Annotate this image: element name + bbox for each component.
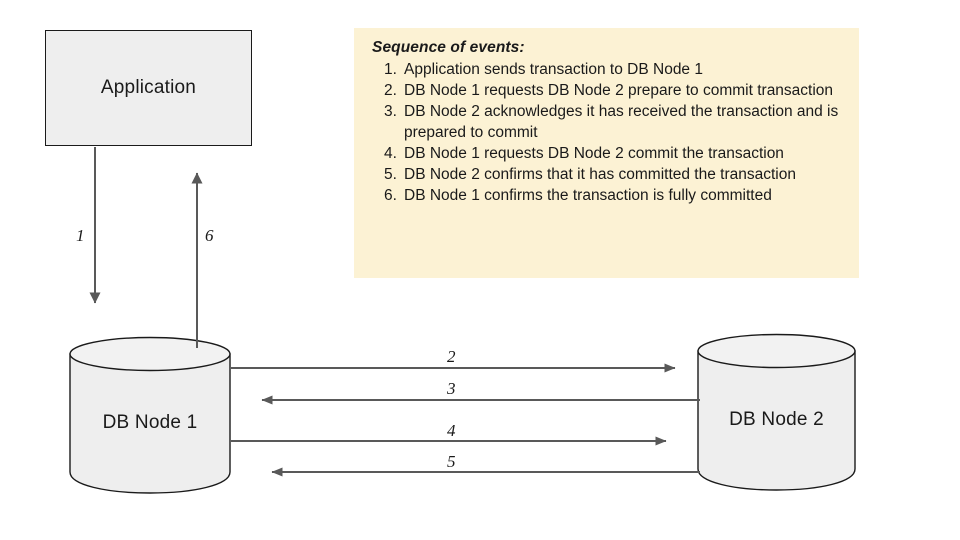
edge-label-5: 5 xyxy=(447,452,456,471)
node-db-node-1-label: DB Node 1 xyxy=(102,412,198,433)
cylinder-shape-db2 xyxy=(697,333,856,491)
list-item-text: DB Node 2 acknowledges it has received t… xyxy=(404,103,839,141)
edge-label-6: 6 xyxy=(205,226,214,245)
node-db-node-2-label: DB Node 2 xyxy=(729,409,824,430)
list-item: 5. DB Node 2 confirms that it has commit… xyxy=(368,164,849,185)
legend-list: 1. Application sends transaction to DB N… xyxy=(368,59,849,206)
list-item-number: 1. xyxy=(384,61,397,78)
list-item-text: DB Node 2 confirms that it has committed… xyxy=(404,166,796,183)
edge-label-3: 3 xyxy=(447,379,456,398)
cylinder-shape-db1 xyxy=(69,336,231,494)
list-item: 4. DB Node 1 requests DB Node 2 commit t… xyxy=(368,143,849,164)
list-item-text: DB Node 1 requests DB Node 2 commit the … xyxy=(404,145,784,162)
legend-title: Sequence of events: xyxy=(372,39,525,56)
node-application[interactable]: Application xyxy=(45,30,252,146)
edge-label-4: 4 xyxy=(447,421,456,440)
list-item-text: DB Node 1 requests DB Node 2 prepare to … xyxy=(404,82,834,99)
node-db-node-2[interactable]: DB Node 2 xyxy=(696,333,857,493)
list-item-number: 3. xyxy=(384,103,397,120)
list-item: 2. DB Node 1 requests DB Node 2 prepare … xyxy=(368,80,849,101)
list-item: 1. Application sends transaction to DB N… xyxy=(368,59,849,80)
edge-label-2: 2 xyxy=(447,347,456,366)
list-item: 3. DB Node 2 acknowledges it has receive… xyxy=(368,101,849,143)
list-item: 6. DB Node 1 confirms the transaction is… xyxy=(368,185,849,206)
sequence-of-events-panel: Sequence of events: 1. Application sends… xyxy=(354,28,859,278)
edge-label-1: 1 xyxy=(76,226,85,245)
node-db-node-1[interactable]: DB Node 1 xyxy=(68,336,232,496)
node-application-label: Application xyxy=(100,77,197,98)
list-item-number: 2. xyxy=(384,82,397,99)
list-item-number: 5. xyxy=(384,166,397,183)
list-item-text: Application sends transaction to DB Node… xyxy=(404,61,703,78)
list-item-text: DB Node 1 confirms the transaction is fu… xyxy=(404,187,772,204)
list-item-number: 4. xyxy=(384,145,397,162)
list-item-number: 6. xyxy=(384,187,397,204)
